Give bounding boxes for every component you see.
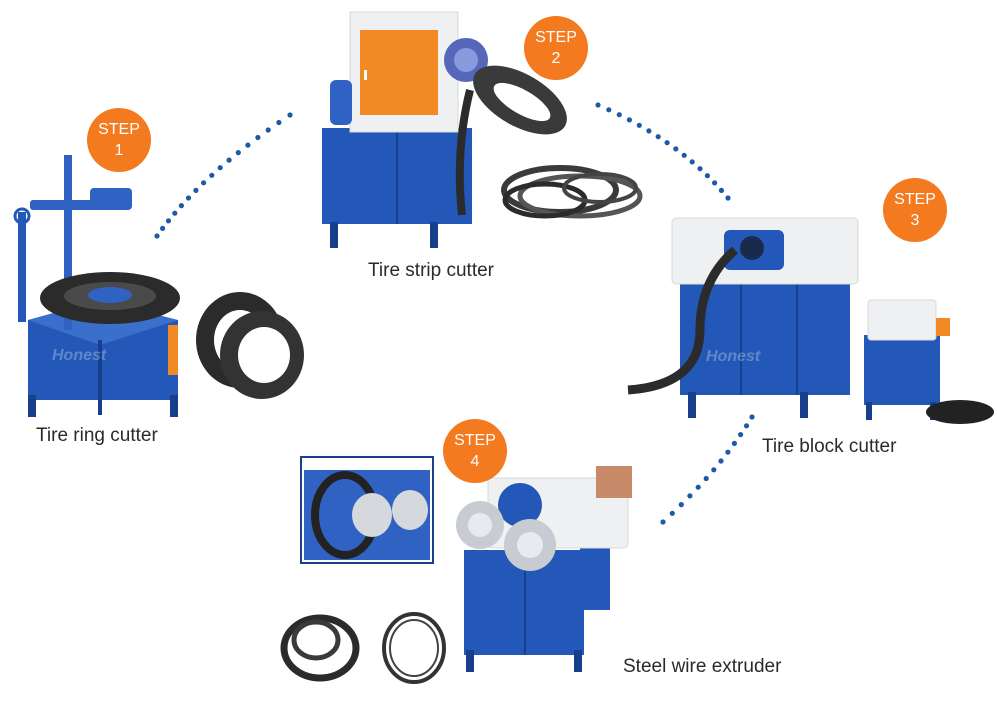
step-number: 4 (470, 453, 480, 470)
step-badge-2: STEP 2 (524, 16, 588, 80)
connector-step1-step2-dot (165, 218, 172, 224)
connector-step3-step4-dot (687, 493, 693, 499)
step-1-label: Tire ring cutter (36, 425, 158, 446)
connector-step1-step2-dot (217, 165, 223, 171)
connector-step1-step2-dot (154, 233, 160, 239)
connector-step2-step3-dot (681, 152, 687, 158)
connector-step1-step2-dot (255, 134, 261, 141)
connector-dots (154, 102, 755, 525)
connector-step1-step2-dot (235, 150, 241, 156)
connector-step2-step3-dot (636, 122, 642, 128)
connector-step1-step2-dot (276, 119, 282, 126)
connector-step3-step4-dot (718, 458, 724, 464)
step-word: STEP (535, 29, 577, 46)
step-badge-3: STEP 3 (883, 178, 947, 242)
connector-step3-step4-dot (738, 432, 744, 438)
step-word: STEP (454, 432, 496, 449)
step-badge-4: STEP 4 (443, 419, 507, 483)
connector-step1-step2-dot (178, 203, 184, 209)
connector-step1-step2-dot (201, 180, 207, 186)
connector-step2-step3-dot (697, 166, 703, 172)
connector-step3-step4-dot (725, 449, 731, 455)
connector-step2-step3-dot (606, 107, 612, 113)
connector-step2-step3-dot (664, 140, 670, 146)
connector-step1-step2-dot (226, 157, 232, 163)
connector-step3-step4-dot (711, 467, 717, 473)
step-number: 1 (114, 142, 124, 159)
connector-step2-step3-dot (712, 180, 718, 186)
connector-step2-step3-dot (718, 187, 725, 193)
connector-step3-step4-dot (731, 440, 738, 446)
watermark-step3: Honest (706, 348, 761, 365)
step-2-label: Tire strip cutter (368, 260, 494, 281)
steel-wire-extruder-machine-icon (280, 456, 632, 684)
connector-step1-step2-dot (209, 172, 215, 178)
step-badge-1: STEP 1 (87, 108, 151, 172)
connector-step3-step4-dot (678, 502, 684, 508)
connector-step2-step3-dot (673, 146, 679, 152)
connector-step3-step4-dot (669, 510, 675, 516)
step-4-label: Steel wire extruder (623, 656, 782, 677)
connector-step3-step4-dot (660, 519, 666, 525)
connector-step2-step3-dot (725, 195, 731, 201)
connector-step2-step3-dot (655, 134, 661, 140)
connector-step1-step2-dot (287, 112, 293, 118)
step-number: 2 (551, 50, 561, 67)
watermark-step1: Honest (52, 347, 107, 364)
connector-step2-step3-dot (616, 112, 622, 118)
connector-step3-step4-dot (703, 475, 709, 482)
connector-step2-step3-dot (626, 117, 633, 123)
connector-step1-step2-dot (193, 187, 199, 193)
connector-step3-step4-dot (695, 484, 701, 490)
tire-strip-cutter-machine-icon (322, 11, 643, 248)
connector-step1-step2-dot (265, 127, 271, 133)
connector-step1-step2-dot (172, 210, 178, 216)
tire-block-cutter-machine-icon (627, 217, 994, 424)
step-number: 3 (910, 212, 920, 229)
connector-step2-step3-dot (704, 173, 711, 179)
tire-ring-cutter-machine-icon (13, 155, 304, 417)
step-word: STEP (894, 191, 936, 208)
connector-step2-step3-dot (595, 102, 601, 108)
connector-step1-step2-dot (245, 142, 251, 148)
connector-step2-step3-dot (646, 128, 652, 134)
connector-step3-step4-dot (743, 423, 750, 429)
connector-step1-step2-dot (185, 195, 192, 201)
step-3-label: Tire block cutter (762, 436, 897, 457)
connector-step2-step3-dot (689, 159, 695, 165)
connector-step3-step4-dot (749, 414, 755, 420)
step-word: STEP (98, 121, 140, 138)
connector-step1-step2-dot (160, 225, 166, 231)
